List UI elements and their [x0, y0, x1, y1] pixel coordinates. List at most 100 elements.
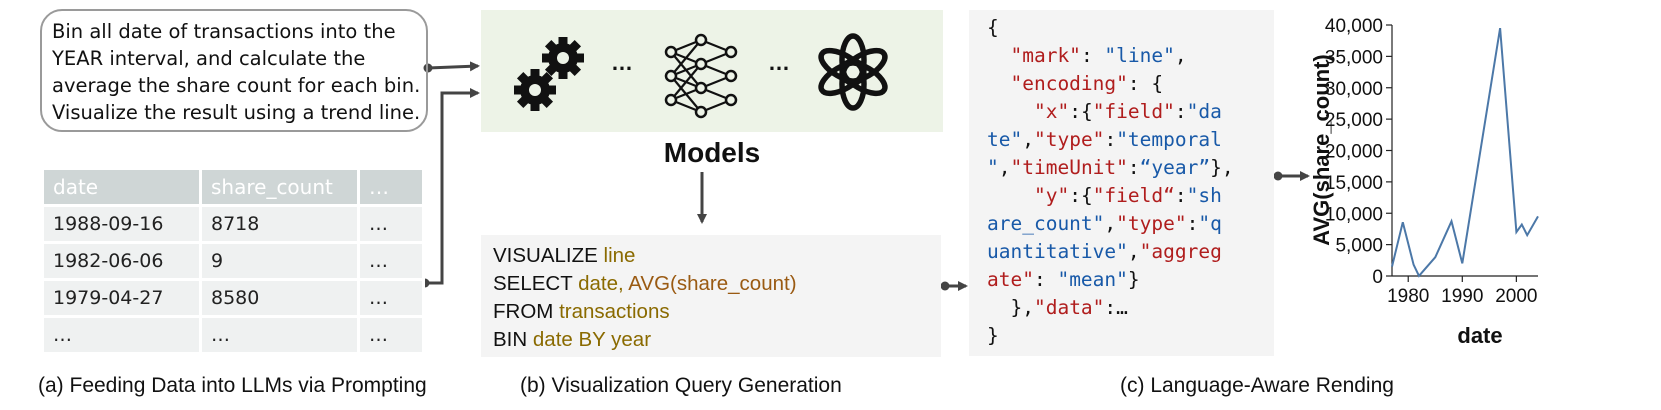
- query-argument: line: [603, 244, 636, 267]
- json-key: ate": [987, 268, 1034, 291]
- neural-network-icon: [664, 33, 738, 119]
- table-row: … … …: [44, 318, 425, 355]
- json-line: te","type":"temporal: [987, 126, 1274, 154]
- prompt-bubble: Bin all date of transactions into the YE…: [40, 9, 428, 132]
- json-punct: :: [1127, 156, 1140, 179]
- prompt-line: Visualize the result using a trend line.: [52, 101, 421, 124]
- column-header-more: …: [360, 170, 425, 207]
- query-keyword: FROM: [493, 300, 554, 323]
- json-value: "sh: [1186, 184, 1222, 207]
- query-box: VISUALIZE line SELECT date, AVG(share_co…: [481, 235, 941, 357]
- table-cell: …: [360, 207, 425, 244]
- table-cell: …: [44, 318, 202, 355]
- x-axis-label: date: [1457, 323, 1502, 348]
- chart-axes: 05,00010,00015,00020,00025,00030,00035,0…: [1325, 16, 1538, 307]
- json-punct: :: [1186, 212, 1199, 235]
- column-header-share-count: share_count: [202, 170, 360, 207]
- table-cell: 8580: [202, 281, 360, 318]
- json-line: "y":{"field“:"sh: [987, 182, 1274, 210]
- json-key: "field“: [1092, 184, 1175, 207]
- json-punct: :{: [1069, 184, 1093, 207]
- json-line: ate": "mean"}: [987, 266, 1274, 294]
- json-line: },"data":…: [987, 294, 1274, 322]
- json-line: "encoding": {: [987, 70, 1274, 98]
- json-key: "y": [1033, 184, 1070, 207]
- query-argument: date,: [578, 272, 624, 295]
- json-line: uantitative","aggreg: [987, 238, 1274, 266]
- json-value: "da: [1186, 100, 1222, 123]
- y-tick-label: 30,000: [1325, 79, 1383, 100]
- caption-c: (c) Language-Aware Rending: [1120, 374, 1394, 397]
- json-key: "mark": [1010, 44, 1081, 67]
- table-header-row: date share_count …: [44, 170, 425, 207]
- table-cell: 8718: [202, 207, 360, 244]
- table-cell: 9: [202, 244, 360, 281]
- prompt-line: Bin all date of transactions into the: [52, 20, 396, 43]
- y-tick-label: 25,000: [1325, 110, 1383, 131]
- table-row: 1982-06-06 9 …: [44, 244, 425, 281]
- caption-b: (b) Visualization Query Generation: [520, 374, 842, 397]
- column-header-date: date: [44, 170, 202, 207]
- json-key: "data": [1033, 296, 1105, 319]
- json-punct: :: [1174, 100, 1187, 123]
- json-punct: :: [1104, 128, 1117, 151]
- json-key: "timeUnit": [1010, 156, 1128, 179]
- prompt-line: average the share count for each bin.: [52, 74, 421, 97]
- query-function: AVG(share_count): [628, 272, 797, 295]
- json-punct: ,: [998, 156, 1011, 179]
- json-punct: :: [1080, 44, 1105, 67]
- y-tick-label: 5,000: [1335, 236, 1383, 257]
- json-line: ","timeUnit":“year”},: [987, 154, 1274, 182]
- y-tick-label: 0: [1372, 267, 1383, 288]
- json-punct: :…: [1104, 296, 1128, 319]
- json-spec-box: { "mark": "line", "encoding": { "x":{"fi…: [969, 10, 1274, 356]
- json-value: "temporal: [1116, 128, 1222, 151]
- query-line: VISUALIZE line: [493, 242, 929, 270]
- y-tick-label: 20,000: [1325, 142, 1383, 163]
- table-cell: 1979-04-27: [44, 281, 202, 318]
- caption-a: (a) Feeding Data into LLMs via Prompting: [38, 374, 427, 397]
- query-keyword: VISUALIZE: [493, 244, 598, 267]
- table-cell: 1988-09-16: [44, 207, 202, 244]
- json-punct: : {: [1127, 72, 1164, 95]
- data-table: date share_count … 1988-09-16 8718 … 198…: [44, 170, 425, 355]
- json-punct: ,: [1104, 212, 1117, 235]
- json-value: "mean": [1057, 268, 1128, 291]
- series-line: [1391, 27, 1539, 278]
- models-separator: …: [768, 50, 790, 75]
- json-punct: {: [987, 16, 999, 39]
- json-punct: },: [1010, 296, 1034, 319]
- gears-icon: [514, 37, 584, 111]
- table-cell: …: [202, 318, 360, 355]
- y-tick-label: 35,000: [1325, 47, 1383, 68]
- y-tick-label: 15,000: [1325, 173, 1383, 194]
- prompt-line: YEAR interval, and calculate the: [52, 47, 366, 70]
- table-to-models-arrow: [425, 88, 480, 285]
- json-key: "x": [1033, 100, 1070, 123]
- line-chart: 05,00010,00015,00020,00025,00030,00035,0…: [1309, 16, 1539, 348]
- json-value: ": [987, 156, 999, 179]
- models-label: Models: [663, 137, 761, 168]
- table-row: 1988-09-16 8718 …: [44, 207, 425, 244]
- json-value: are_count": [987, 212, 1105, 235]
- json-key: "aggreg: [1139, 240, 1222, 263]
- models-box: … …: [481, 10, 943, 132]
- openai-logo-icon: [818, 33, 888, 111]
- table-cell: …: [360, 244, 425, 281]
- json-punct: },: [1210, 156, 1234, 179]
- prompt-to-models-arrow: [427, 61, 480, 72]
- query-argument: date BY year: [532, 328, 652, 351]
- models-separator: …: [611, 50, 633, 75]
- x-tick-label: 1980: [1387, 286, 1429, 307]
- json-punct: :: [1174, 184, 1187, 207]
- x-tick-label: 2000: [1495, 286, 1537, 307]
- json-punct: }: [987, 324, 999, 347]
- json-punct: ,: [1127, 240, 1140, 263]
- json-line: }: [987, 322, 1274, 350]
- query-line: BIN date BY year: [493, 326, 929, 354]
- json-punct: :{: [1069, 100, 1093, 123]
- table-cell: 1982-06-06: [44, 244, 202, 281]
- json-value: "line": [1104, 44, 1175, 67]
- json-key: "type": [1116, 212, 1187, 235]
- query-line: SELECT date, AVG(share_count): [493, 270, 929, 298]
